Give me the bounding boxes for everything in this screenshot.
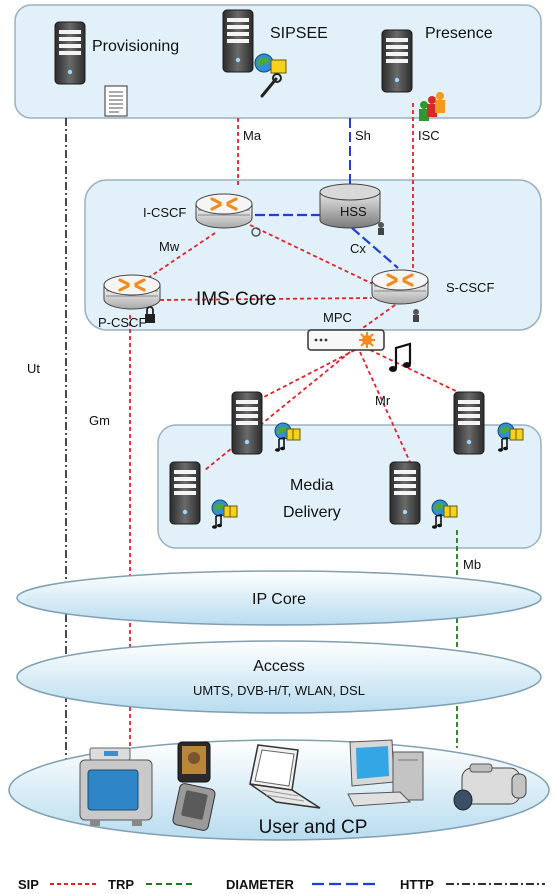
interface-mb-label: Mb: [463, 557, 481, 572]
pcscf-label: P-CSCF: [98, 315, 146, 330]
scscf-node: S-CSCF: [370, 268, 494, 322]
server-icon: [169, 461, 201, 525]
server-icon: [389, 461, 421, 525]
user-cp-title: User and CP: [259, 817, 368, 838]
pcscf-node: P-CSCF: [98, 273, 162, 330]
interface-ut-label: Ut: [27, 361, 40, 376]
sipsee-label: SIPSEE: [270, 25, 328, 42]
scscf-label: S-CSCF: [446, 280, 494, 295]
ims-core-panel: [84, 179, 542, 331]
music-note-icon: [389, 342, 412, 372]
access-subtitle: UMTS, DVB-H/T, WLAN, DSL: [193, 683, 365, 698]
ip-core-title: IP Core: [252, 591, 306, 608]
desktop-icon: [347, 739, 424, 807]
gear-icon: [251, 227, 261, 237]
legend: SIP TRP DIAMETER HTTP: [18, 877, 545, 892]
provisioning-label: Provisioning: [92, 38, 179, 55]
interface-mw-label: Mw: [159, 239, 180, 254]
legend-http-label: HTTP: [400, 877, 434, 892]
media-delivery-title-line1: Media: [290, 477, 334, 494]
hss-label: HSS: [340, 204, 367, 219]
legend-diameter-label: DIAMETER: [226, 877, 295, 892]
camcorder-icon: [453, 763, 527, 811]
interface-mr-label: Mr: [375, 393, 391, 408]
ip-core-ellipse: [16, 570, 542, 626]
folder-icon: [270, 59, 287, 74]
mpc-node: MPC: [307, 310, 385, 351]
ims-core-title: IMS Core: [196, 289, 276, 310]
router-icon: [102, 273, 162, 311]
tv-icon: [79, 747, 153, 826]
lock-icon: [145, 306, 155, 323]
presence-label: Presence: [425, 25, 493, 42]
legend-sip-label: SIP: [18, 877, 39, 892]
interface-sh-label: Sh: [355, 128, 371, 143]
gear-icon: [359, 332, 375, 348]
access-title: Access: [253, 658, 305, 675]
database-icon: [319, 183, 381, 229]
interface-ma-label: Ma: [243, 128, 262, 143]
interface-gm-label: Gm: [89, 413, 110, 428]
sipsee-server: SIPSEE: [222, 9, 328, 98]
legend-trp-label: TRP: [108, 877, 134, 892]
hss-node: HSS: [319, 183, 384, 235]
provisioning-server: Provisioning: [54, 21, 179, 117]
laptop-icon: [249, 744, 321, 809]
person-icon: [413, 309, 419, 322]
wrench-icon: [260, 73, 282, 98]
media-delivery-title-line2: Delivery: [283, 504, 341, 521]
server-icon: [222, 9, 254, 73]
server-icon: [453, 391, 485, 455]
mpc-label: MPC: [323, 310, 352, 325]
interface-isc-label: ISC: [418, 128, 440, 143]
router-icon: [194, 192, 254, 230]
globe-icon: [254, 53, 274, 73]
phone-icon: [172, 741, 216, 831]
server-icon: [381, 29, 413, 93]
router-icon: [370, 268, 430, 306]
server-icon: [231, 391, 263, 455]
person-icon: [378, 222, 384, 235]
people-icon: [419, 92, 445, 121]
document-icon: [104, 85, 128, 117]
presence-server: Presence: [381, 25, 493, 121]
icscf-label: I-CSCF: [143, 205, 186, 220]
access-ellipse: [16, 640, 542, 714]
interface-cx-label: Cx: [350, 241, 366, 256]
icscf-node: I-CSCF: [143, 192, 261, 237]
server-icon: [54, 21, 86, 85]
